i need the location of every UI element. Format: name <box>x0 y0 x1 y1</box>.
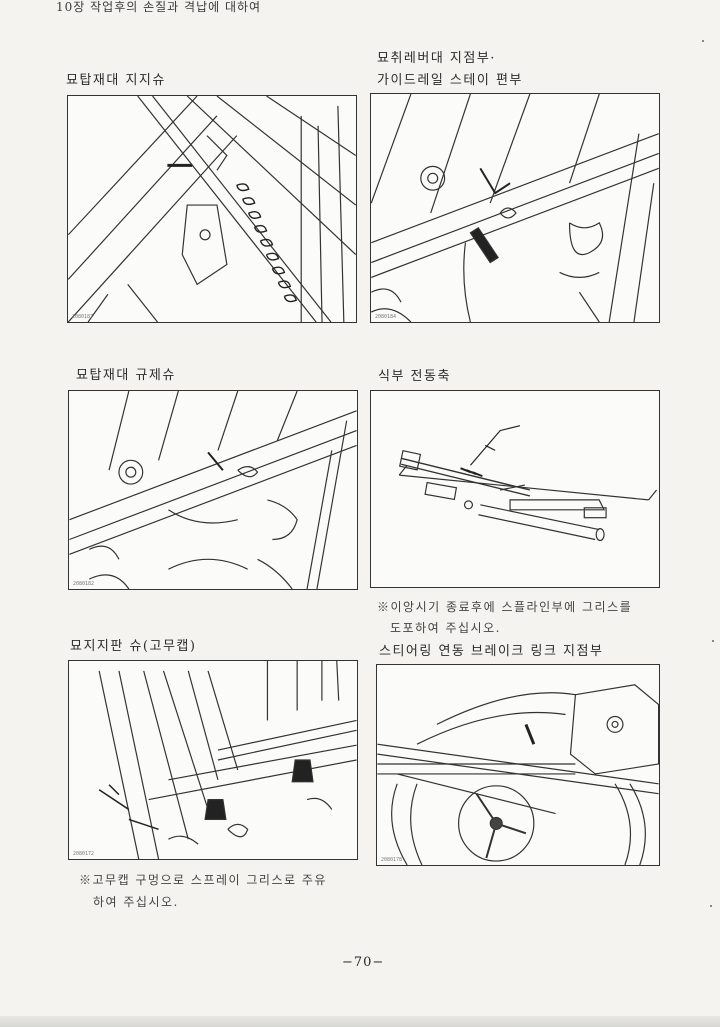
figure-code: 2080182 <box>73 581 95 587</box>
section-title-planting-shaft: 식부 전동축 <box>378 369 451 384</box>
note-rubber-cap: ※고무캡 구멍으로 스프레이 그리스로 주유 <box>79 873 327 887</box>
figure-code: 2080184 <box>375 314 397 320</box>
scan-speck <box>712 640 714 642</box>
section-title-steering-brake: 스티어링 연동 브레이크 링크 지점부 <box>379 644 604 659</box>
figure-code: 2080187 <box>72 314 94 320</box>
scan-edge <box>0 1016 720 1027</box>
scan-speck <box>702 40 704 42</box>
figure-code: 2080172 <box>73 851 95 857</box>
figure-guide-rail-stay: 2080184 <box>370 93 660 323</box>
note-rubber-cap-cont: 하여 주십시오. <box>93 895 179 909</box>
figure-seedling-table-support-shoe: 2080187 <box>67 95 357 323</box>
section-title-rubber-cap: 묘지지판 슈(고무캡) <box>70 639 197 654</box>
note-grease-spline-cont: 도포하여 주십시오. <box>390 621 501 635</box>
figure-rubber-cap-shoe: 2080172 <box>68 660 358 860</box>
section-title-restriction-shoe: 묘탑재대 규제슈 <box>76 368 176 383</box>
scan-speck <box>710 905 712 907</box>
section-title-support-shoe: 묘탑재대 지지슈 <box>66 73 166 88</box>
section-title-lever-pivot: 묘취레버대 지점부· <box>377 51 496 66</box>
chapter-header: 10장 작업후의 손질과 격납에 대하여 <box>56 0 262 14</box>
figure-steering-brake-link: 2080178 <box>376 664 660 866</box>
page-number: −70− <box>342 955 385 970</box>
figure-restriction-shoe: 2080182 <box>68 390 358 590</box>
figure-planting-drive-shaft <box>370 390 660 588</box>
section-title-guide-rail: 가이드레일 스테이 편부 <box>377 73 523 88</box>
note-grease-spline: ※이앙시기 종료후에 스플라인부에 그리스를 <box>377 600 633 614</box>
figure-code: 2080178 <box>381 857 403 863</box>
